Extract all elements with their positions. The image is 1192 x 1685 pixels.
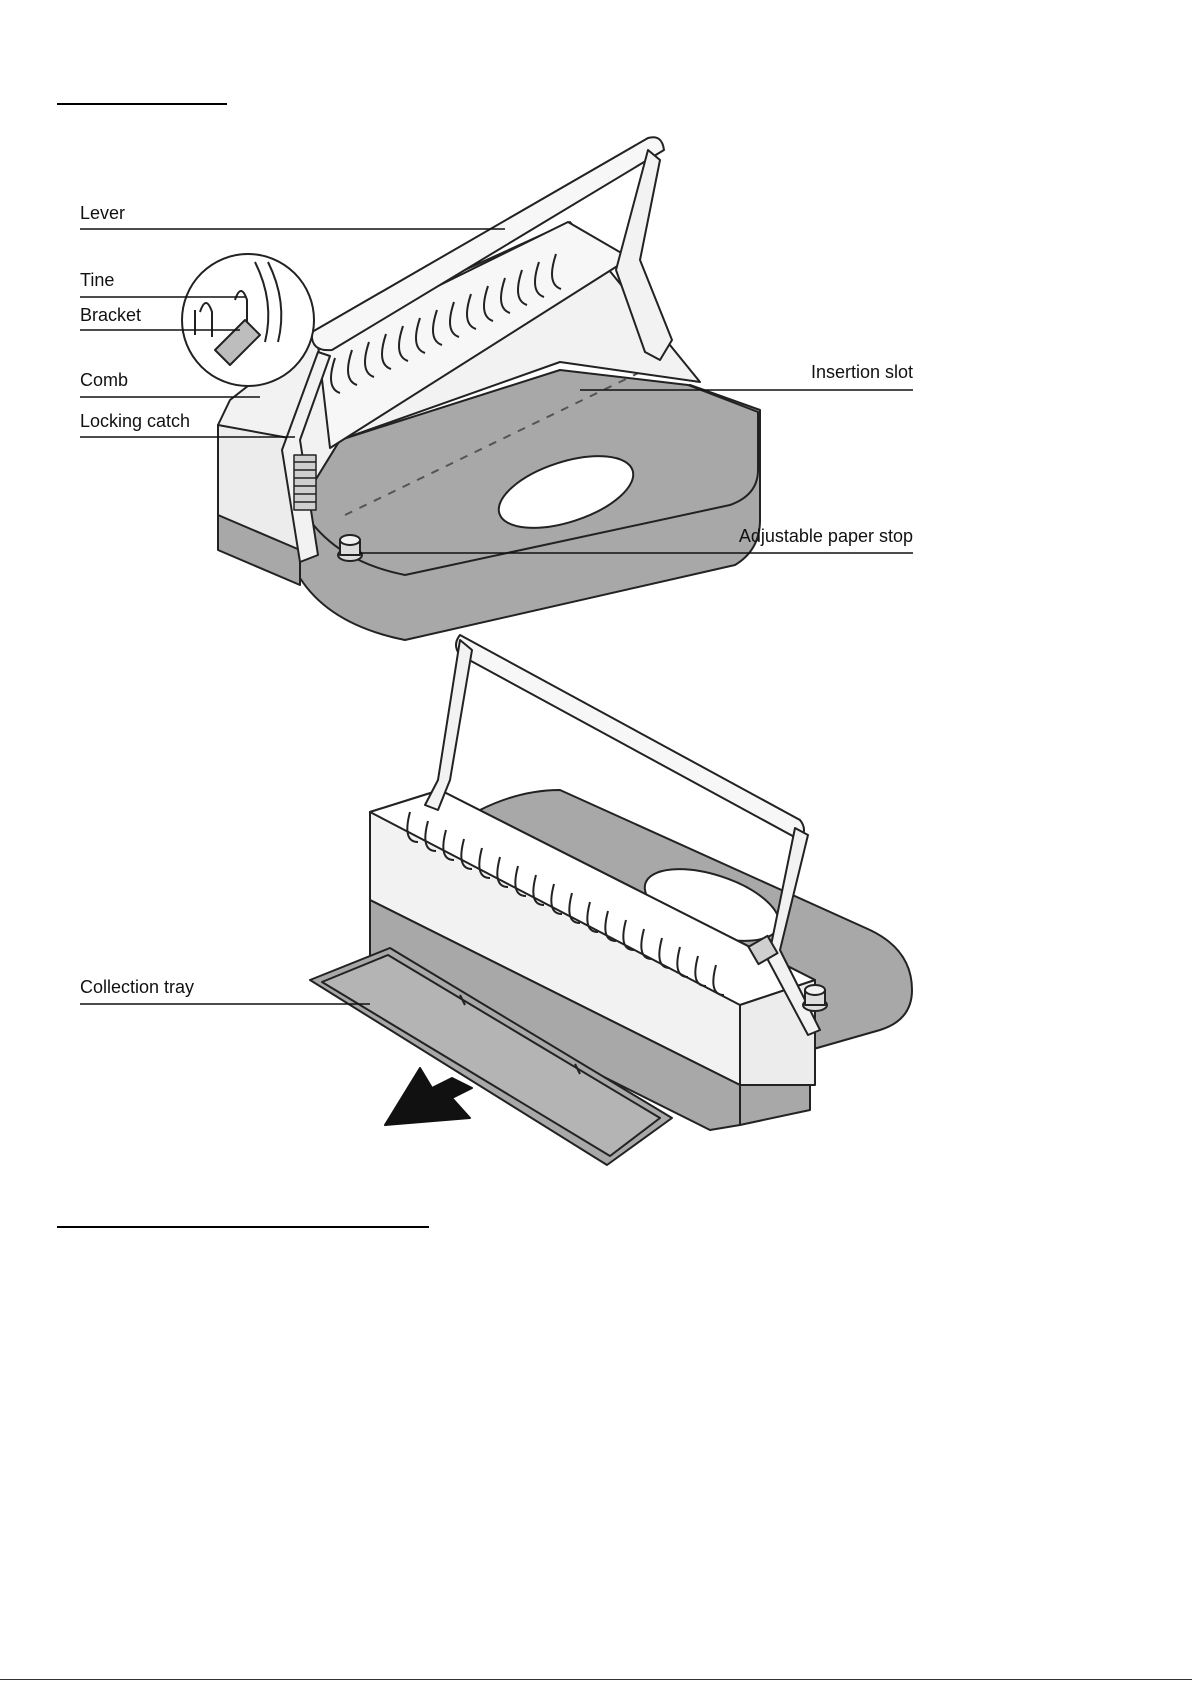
pull-out-arrow: [385, 1068, 472, 1125]
label-lever: Lever: [80, 203, 125, 223]
top-machine-illustration: [182, 137, 760, 640]
label-insertion-slot: Insertion slot: [811, 362, 913, 382]
label-locking-catch: Locking catch: [80, 411, 190, 431]
bottom-machine-illustration: [310, 635, 912, 1165]
label-collection-tray: Collection tray: [80, 977, 194, 997]
top-paper-stop-knob: [338, 535, 362, 561]
label-tine: Tine: [80, 270, 114, 290]
label-bracket: Bracket: [80, 305, 141, 325]
label-adjustable-paper-stop: Adjustable paper stop: [739, 526, 913, 546]
top-locking-catch: [294, 455, 316, 510]
bottom-lever-left-arm: [425, 640, 472, 810]
label-comb: Comb: [80, 370, 128, 390]
